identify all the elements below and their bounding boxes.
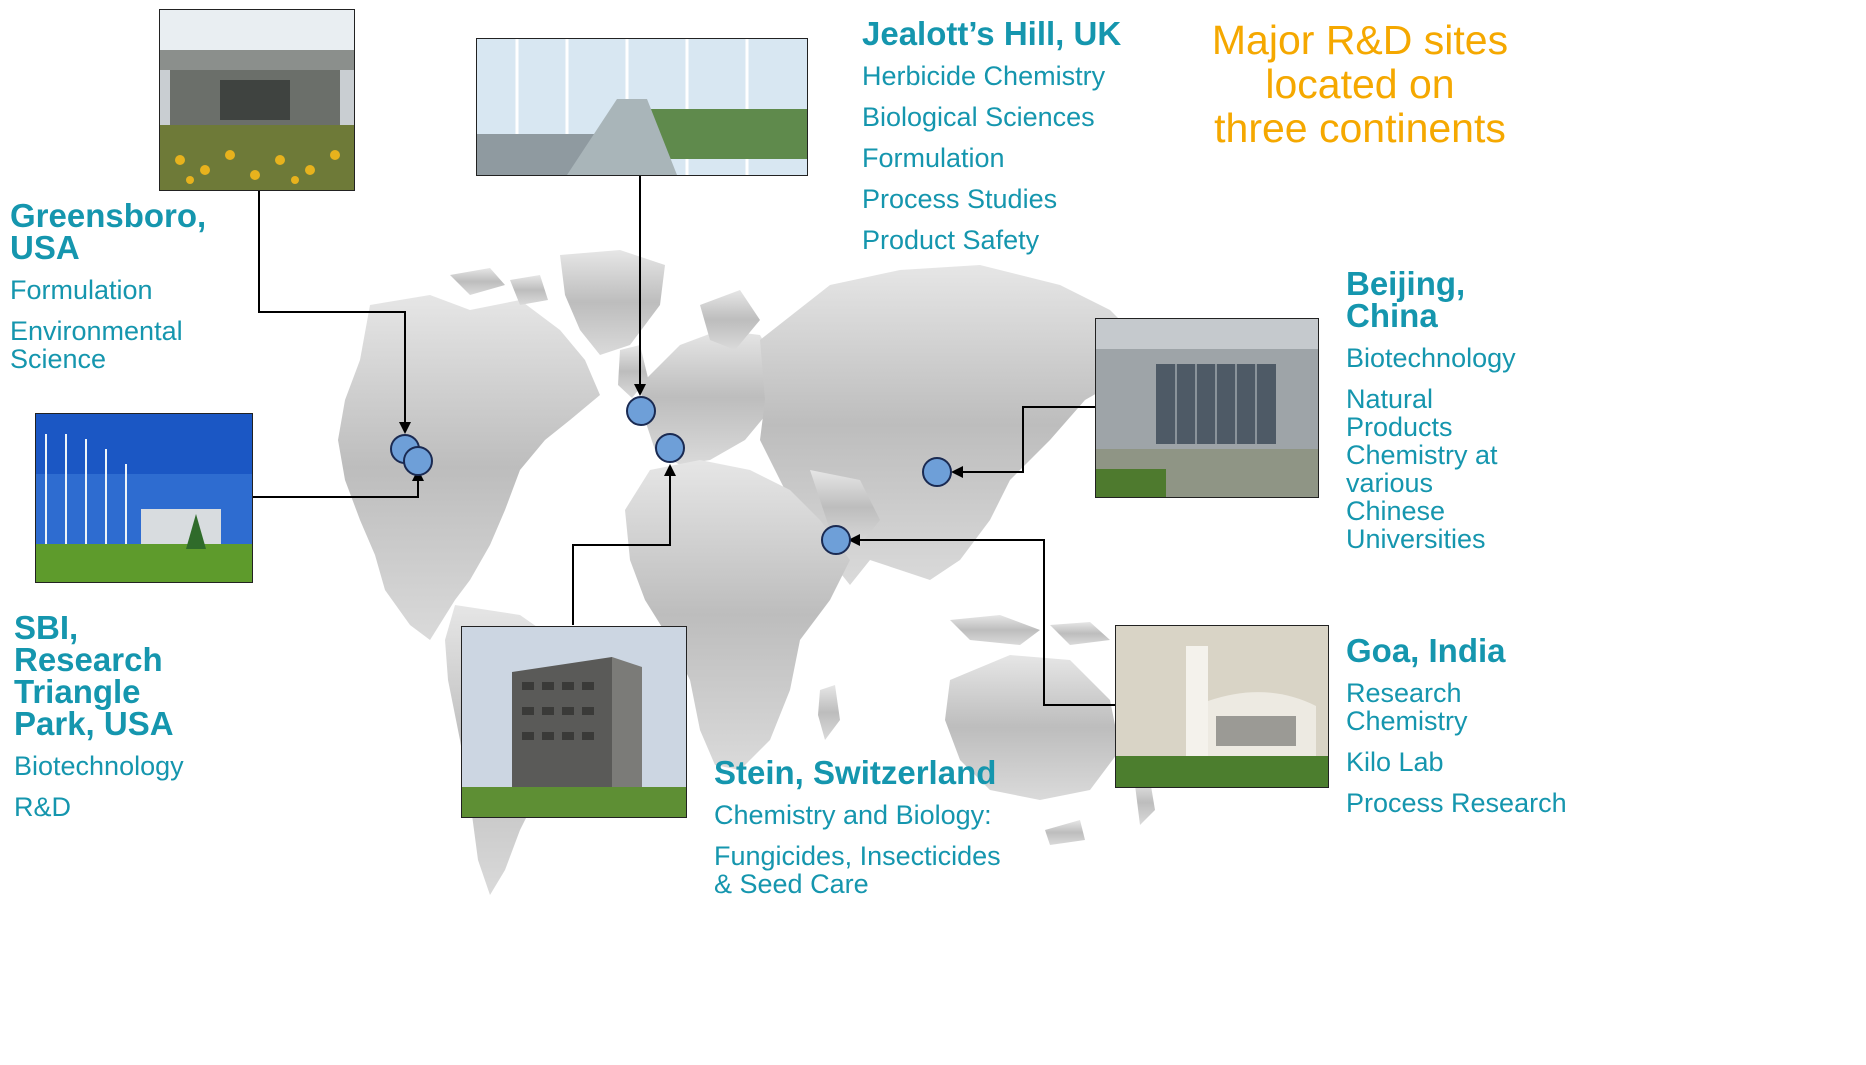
beijing-item: Products xyxy=(1346,412,1453,442)
sbi-site-name-line-3: Triangle xyxy=(14,673,141,710)
sbi-label-group: SBI, Research Triangle Park, USA Biotech… xyxy=(14,609,184,822)
sbi-connector xyxy=(253,475,419,498)
page-title: Major R&D sites located on three contine… xyxy=(1190,18,1530,150)
greensboro-site-name-line-1: Greensboro, xyxy=(10,197,207,234)
sbi-photo xyxy=(35,413,253,583)
goa-item: Research xyxy=(1346,678,1462,708)
beijing-label-group: Beijing, China Biotechnology Natural Pro… xyxy=(1346,265,1516,554)
title-line-3: three continents xyxy=(1214,105,1506,151)
beijing-connector xyxy=(955,406,1095,473)
stein-label-group: Stein, Switzerland Chemistry and Biology… xyxy=(714,754,1001,899)
jealotts-item: Product Safety xyxy=(862,225,1040,255)
jealotts-item: Herbicide Chemistry xyxy=(862,61,1106,91)
goa-photo xyxy=(1115,625,1329,788)
jealotts-item: Process Studies xyxy=(862,184,1058,214)
beijing-item: Natural xyxy=(1346,384,1434,414)
greenland-shape xyxy=(560,250,665,355)
jealotts-item: Biological Sciences xyxy=(862,102,1095,132)
stein-photo xyxy=(461,626,687,818)
stein-item: Fungicides, Insecticides xyxy=(714,841,1001,871)
goa-connector xyxy=(852,539,1115,706)
title-line-2: located on xyxy=(1265,61,1455,107)
beijing-item: Chemistry at xyxy=(1346,440,1498,470)
beijing-photo xyxy=(1095,318,1319,498)
north-america-shape xyxy=(338,295,600,640)
greensboro-item: Formulation xyxy=(10,275,153,305)
sbi-item: R&D xyxy=(14,792,72,822)
beijing-item: various xyxy=(1346,468,1434,498)
sbi-site-name-line-4: Park, USA xyxy=(14,705,174,742)
greensboro-label-group: Greensboro, USA Formulation Environmenta… xyxy=(10,197,207,374)
sbi-item: Biotechnology xyxy=(14,751,184,781)
beijing-item: Chinese xyxy=(1346,496,1446,526)
goa-marker xyxy=(821,525,851,555)
beijing-marker xyxy=(922,457,952,487)
stein-item: Chemistry and Biology: xyxy=(714,800,992,830)
greensboro-photo xyxy=(159,9,355,191)
sbi-site-name-line-2: Research xyxy=(14,641,163,678)
goa-site-name: Goa, India xyxy=(1346,632,1506,669)
title-line-1: Major R&D sites xyxy=(1211,17,1509,63)
jealotts-item: Formulation xyxy=(862,143,1005,173)
greensboro-item: Science xyxy=(10,344,107,374)
beijing-site-name-line-1: Beijing, xyxy=(1346,265,1466,302)
jealotts-marker xyxy=(626,396,656,426)
jealotts-site-name: Jealott’s Hill, UK xyxy=(862,15,1122,52)
greensboro-item: Environmental xyxy=(10,316,183,346)
goa-label-group: Goa, India Research Chemistry Kilo Lab P… xyxy=(1346,632,1567,818)
europe-shape xyxy=(640,330,780,465)
stein-connector xyxy=(572,470,671,625)
goa-item: Kilo Lab xyxy=(1346,747,1444,777)
beijing-item: Universities xyxy=(1346,524,1486,554)
africa-shape xyxy=(625,460,850,770)
goa-item: Process Research xyxy=(1346,788,1567,818)
stein-site-name: Stein, Switzerland xyxy=(714,754,997,791)
beijing-item: Biotechnology xyxy=(1346,343,1516,373)
jealotts-photo xyxy=(476,38,808,176)
sbi-marker xyxy=(403,446,433,476)
jealotts-label-group: Jealott’s Hill, UK Herbicide Chemistry B… xyxy=(862,15,1122,255)
stein-item: & Seed Care xyxy=(714,869,869,899)
greensboro-site-name-line-2: USA xyxy=(10,229,80,266)
goa-item: Chemistry xyxy=(1346,706,1468,736)
beijing-site-name-line-2: China xyxy=(1346,297,1438,334)
stein-marker xyxy=(655,433,685,463)
australia-shape xyxy=(945,655,1120,800)
greensboro-connector xyxy=(258,190,406,430)
sbi-site-name-line-1: SBI, xyxy=(14,609,79,646)
